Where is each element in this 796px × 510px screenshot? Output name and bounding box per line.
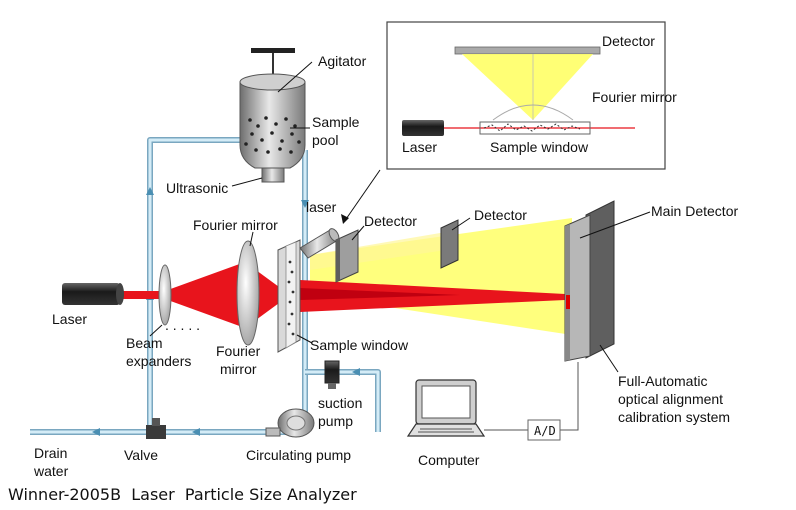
inset-detail [386,21,666,170]
agitator-leader [277,61,313,93]
beam-expanders-label-2: expanders [126,353,191,369]
laser-source [62,283,124,305]
beam-expanders-leader [149,324,163,337]
circulating-pump-label: Circulating pump [246,447,351,463]
inset-pointer [343,169,381,223]
valve-label: Valve [124,447,158,463]
valve [146,418,166,439]
calibration-label-2: optical alignment [618,391,723,407]
beam-expander-dots: . . . . . [165,317,200,333]
inset-laser-label: Laser [402,139,437,155]
small-laser-label: laser [306,199,337,215]
fourier-mirror-lens [236,240,260,346]
fourier-mirror-top-label: Fourier mirror [193,217,278,233]
ultrasonic-label: Ultrasonic [166,180,228,196]
sample-pool [239,73,306,183]
ad-converter-box [527,419,561,441]
main-detector-leader [579,211,651,239]
inset-sample-window-label: Sample window [490,139,589,155]
calibration-label-1: Full-Automatic [618,373,707,389]
computer-label: Computer [418,452,480,468]
beam-expander-lens [158,264,172,326]
agitator-label: Agitator [318,53,367,69]
detector-1-leader [351,225,365,241]
figure-caption: Winner-2005B Laser Particle Size Analyze… [8,485,357,504]
computer [406,379,486,437]
calibration-label-3: calibration system [618,409,730,425]
sample-window-leader [296,334,313,344]
ad-detector-link [560,362,579,431]
detector-1-label: Detector [364,213,417,229]
sample-window [277,239,301,353]
drain-water-label-2: water [33,463,69,479]
detector-2-label: Detector [474,207,527,223]
detector-1 [335,229,359,283]
ultrasonic-leader [231,177,263,187]
inset-detector-label: Detector [602,33,655,49]
main-detector [564,200,615,362]
sample-window-label: Sample window [310,337,409,353]
suction-pump [324,360,340,389]
suction-pump-label-2: pump [318,413,353,429]
inset-pointer-arrowhead [341,214,349,224]
main-detector-label: Main Detector [651,203,738,219]
fourier-mirror-lower-label-2: mirror [220,361,257,377]
sample-pool-label-1: Sample [312,114,360,130]
fourier-mirror-top-leader [249,231,254,247]
inset-fourier-mirror-label: Fourier mirror [592,89,677,105]
calibration-leader [599,344,619,373]
fourier-mirror-lower-label-1: Fourier [216,343,261,359]
beam-expanders-label-1: Beam [126,335,163,351]
drain-water-label-1: Drain [34,445,67,461]
sample-pool-label-2: pool [312,132,338,148]
detector-2-leader [451,217,471,231]
laser-source-label: Laser [52,311,87,327]
suction-pump-label-1: suction [318,395,362,411]
circulating-pump [265,408,315,438]
ad-converter-label: A/D [534,424,556,438]
detector-2 [440,219,459,269]
